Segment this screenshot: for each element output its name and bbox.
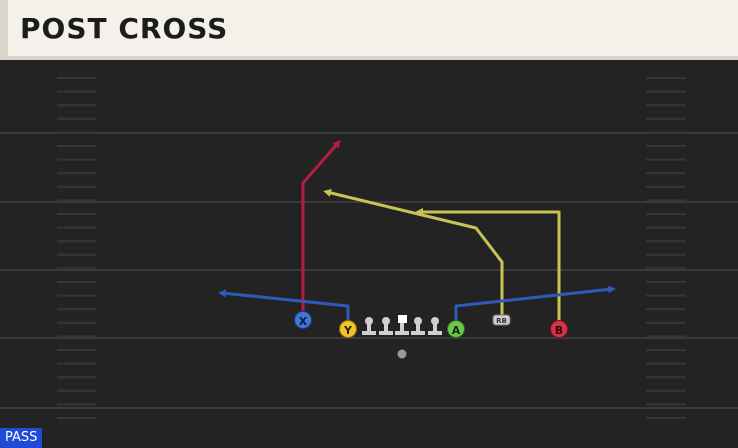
yard-lines [0,132,738,409]
play-field: X Y A RB B [0,60,738,448]
player-a-label: A [452,324,461,337]
play-diagram: X Y A RB B [0,77,738,419]
player-y[interactable]: Y [339,320,357,338]
offensive-line [362,315,442,335]
play-type-badge: PASS [0,428,43,448]
center [395,315,409,335]
x-post-route [301,139,341,319]
lineman [379,317,393,335]
quarterback [397,349,407,359]
b-cross-route [415,208,561,326]
play-title-bar: POST CROSS [0,0,738,60]
hash-marks [57,77,686,419]
title-accent [0,0,8,60]
player-rb[interactable]: RB [492,314,511,326]
player-x[interactable]: X [294,311,312,329]
lineman [362,317,376,335]
player-a[interactable]: A [447,320,465,338]
y-flat-route [218,289,350,328]
lineman [428,317,442,335]
player-x-label: X [299,315,308,328]
rb-wheel-route [323,189,504,318]
player-b[interactable]: B [550,320,568,338]
player-y-label: Y [343,324,353,337]
player-b-label: B [555,324,563,337]
player-rb-label: RB [496,317,507,325]
lineman [411,317,425,335]
play-title: POST CROSS [20,12,229,45]
routes [218,139,616,328]
a-flat-route [454,285,616,328]
